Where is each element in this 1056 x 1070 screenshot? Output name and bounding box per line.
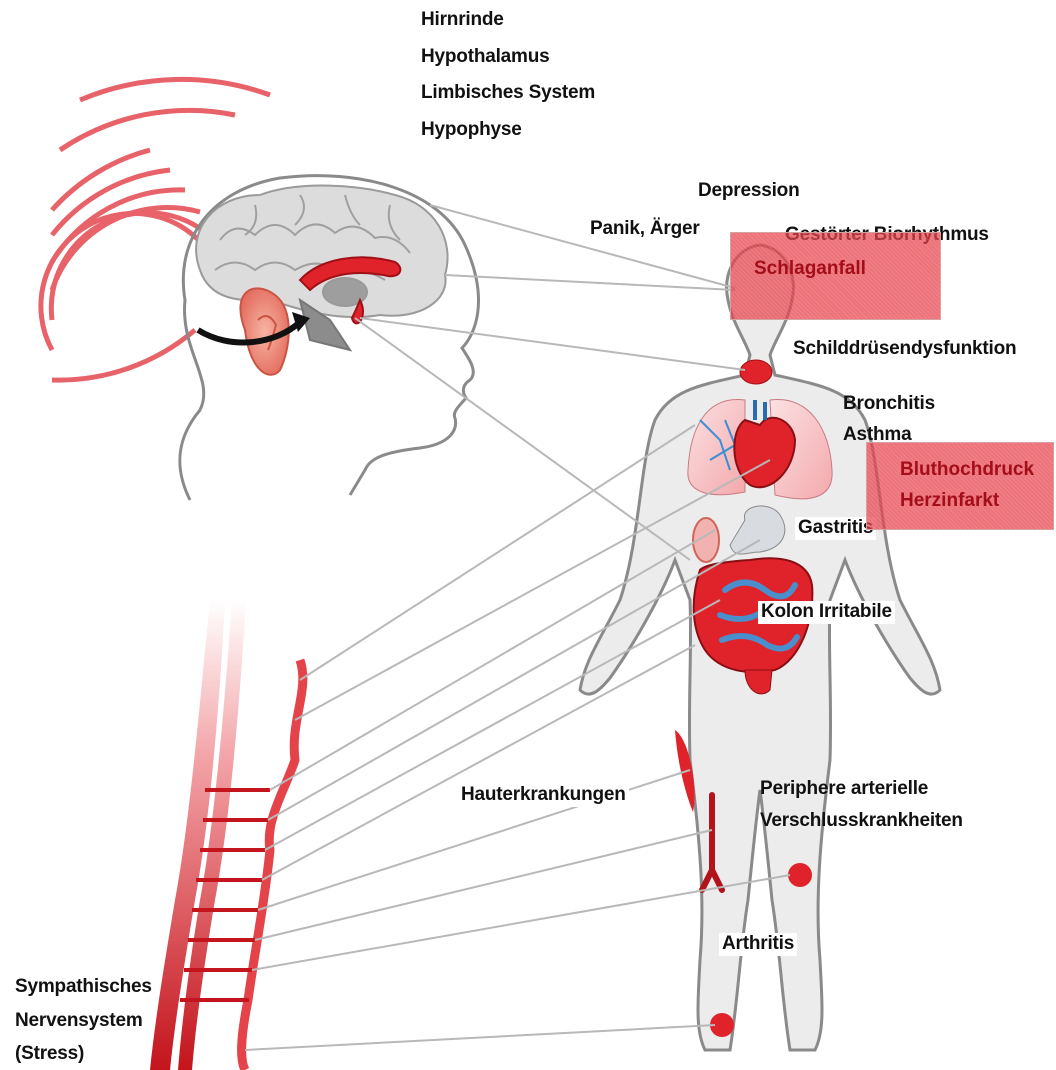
label-sympathisch-2: Nervensystem bbox=[12, 1010, 146, 1033]
label-limbisches-system: Limbisches System bbox=[421, 82, 595, 105]
label-hirnrinde: Hirnrinde bbox=[421, 9, 504, 32]
spinal-column bbox=[150, 600, 303, 1070]
label-periphere-2: Verschlusskrankheiten bbox=[760, 810, 963, 833]
label-sympathisch-3: (Stress) bbox=[12, 1043, 87, 1066]
label-depression: Depression bbox=[698, 180, 799, 203]
label-arthritis: Arthritis bbox=[719, 933, 797, 956]
label-hypothalamus: Hypothalamus bbox=[421, 46, 550, 69]
label-haut: Hauterkrankungen bbox=[458, 784, 629, 807]
label-kolon: Kolon Irritabile bbox=[758, 601, 895, 624]
highlight-box-herz bbox=[866, 442, 1054, 530]
highlight-bluthochdruck: Bluthochdruck bbox=[900, 458, 1034, 483]
label-schilddruese: Schilddrüsendysfunktion bbox=[793, 338, 1016, 361]
label-periphere-1: Periphere arterielle bbox=[760, 778, 928, 801]
label-bronchitis: Bronchitis bbox=[843, 393, 935, 416]
thyroid bbox=[740, 360, 772, 384]
label-gastritis: Gastritis bbox=[795, 517, 876, 540]
highlight-herzinfarkt: Herzinfarkt bbox=[900, 489, 999, 514]
label-panik: Panik, Ärger bbox=[590, 218, 700, 241]
highlight-schlaganfall: Schlaganfall bbox=[754, 257, 866, 282]
label-sympathisch-1: Sympathisches bbox=[12, 976, 155, 999]
label-hypophyse: Hypophyse bbox=[421, 119, 522, 142]
